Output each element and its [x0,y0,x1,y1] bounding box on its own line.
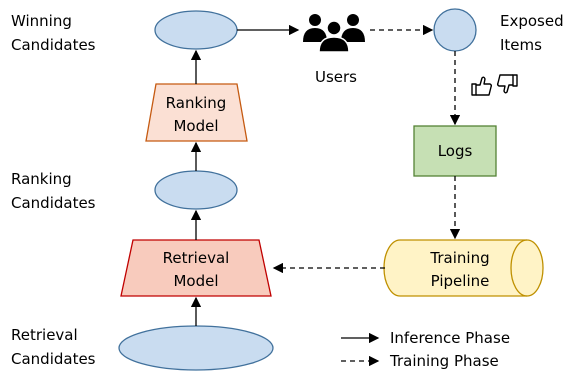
users-group-icon [303,14,365,53]
thumbs-up-down-icon [471,74,518,96]
ranking-candidates-label-line2: Candidates [11,194,96,212]
ranking-candidates-label-line1: Ranking [11,170,72,188]
logs-box [413,125,497,177]
winning-candidates-label-line1: Winning [11,12,72,30]
retrieval-model-label-line1: Retrieval [163,249,230,267]
training-pipeline-label-line2: Pipeline [431,272,490,290]
legend-training-label: Training Phase [389,352,499,370]
retrieval-model-label-line2: Model [173,272,218,290]
ranking-model-box [145,83,248,142]
retrieval-candidates-label-line1: Retrieval [11,326,78,344]
legend: Inference Phase Training Phase [341,329,510,370]
exposed-items-circle [433,8,477,52]
winning-candidates-label-line2: Candidates [11,36,96,54]
ranking-model-label-line2: Model [173,117,218,135]
users-label: Users [315,68,357,86]
exposed-items-label-line2: Items [500,36,542,54]
winning-candidates-ellipse [154,10,238,50]
training-pipeline-label-line1: Training [429,249,489,267]
legend-inference-label: Inference Phase [390,329,510,347]
retrieval-candidates-ellipse [118,325,274,371]
retrieval-candidates-label-line2: Candidates [11,350,96,368]
retrieval-model-box [120,239,272,297]
ranking-model-label-line1: Ranking [166,94,227,112]
training-pipeline-box [383,239,544,297]
logs-label: Logs [438,142,473,160]
ranking-candidates-ellipse [154,170,238,210]
exposed-items-label-line1: Exposed [500,12,564,30]
